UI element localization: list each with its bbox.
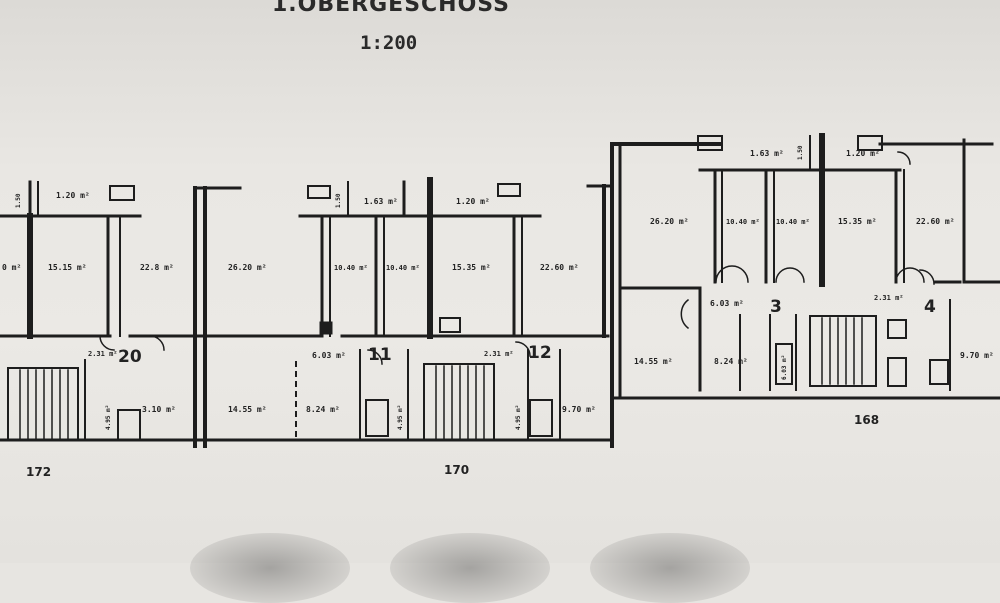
room-area: 26.20 m²: [650, 217, 689, 226]
room-area: 14.55 m²: [634, 357, 673, 366]
photo-shadow: [590, 533, 750, 603]
room-area: 1.20 m²: [456, 197, 490, 206]
photo-shadow: [190, 533, 350, 603]
drawing-scale: 1:200: [360, 32, 418, 54]
room-area: 10.40 m²: [776, 218, 810, 226]
room-area: 10.40 m²: [726, 218, 760, 226]
room-area: 1.63 m²: [364, 197, 398, 206]
room-area: 10.40 m²: [334, 264, 368, 272]
room-area: 4.95 m²: [105, 405, 112, 430]
room-area: 0 m²: [2, 263, 21, 272]
room-area: 15.35 m²: [452, 263, 491, 272]
room-area: 15.35 m²: [838, 217, 877, 226]
unit-number: 4: [924, 297, 936, 317]
room-area: 6.03 m²: [781, 355, 788, 380]
room-area: 1.20 m²: [846, 149, 880, 158]
room-area: 8.24 m²: [306, 405, 340, 414]
room-area: 14.55 m²: [228, 405, 267, 414]
room-area: 3.10 m²: [142, 405, 176, 414]
room-area: 9.70 m²: [960, 351, 994, 360]
building-number: 168: [854, 413, 879, 427]
room-area: 2.31 m²: [484, 350, 514, 358]
building-168-walls: [610, 133, 1000, 400]
room-area: 15.15 m²: [48, 263, 87, 272]
floor-plan: 0 m² 15.15 m² 22.8 m² 1.20 m² 1.50 26.20…: [0, 133, 1000, 479]
room-labels: 0 m² 15.15 m² 22.8 m² 1.20 m² 1.50 26.20…: [2, 145, 994, 430]
room-area: 1.63 m²: [750, 149, 784, 158]
room-area: 2.31 m²: [874, 294, 904, 302]
room-area: 22.8 m²: [140, 263, 174, 272]
room-area: 6.03 m²: [312, 351, 346, 360]
room-area: 22.60 m²: [916, 217, 955, 226]
unit-number: 3: [770, 297, 782, 317]
unit-number: 11: [368, 345, 392, 365]
unit-number: 20: [118, 347, 142, 367]
building-170-walls: [203, 177, 614, 448]
building-number: 170: [444, 463, 469, 477]
room-dimension: 1.50: [15, 193, 22, 208]
paper-sheet: [0, 0, 1000, 563]
building-numbers: 172 170 168: [26, 413, 879, 479]
building-172-walls: [0, 180, 242, 448]
room-area: 4.95 m²: [397, 405, 404, 430]
building-number: 172: [26, 465, 51, 479]
room-area: 26.20 m²: [228, 263, 267, 272]
drawing-title: 1.OBERGESCHOSS: [272, 0, 510, 17]
room-area: 1.20 m²: [56, 191, 90, 200]
room-area: 6.03 m²: [710, 299, 744, 308]
room-area: 8.24 m²: [714, 357, 748, 366]
room-area: 10.40 m²: [386, 264, 420, 272]
room-area: 9.70 m²: [562, 405, 596, 414]
photo-shadow: [390, 533, 550, 603]
room-area: 4.95 m²: [515, 405, 522, 430]
room-dimension: 1.50: [335, 193, 342, 208]
unit-number: 12: [528, 343, 552, 363]
room-area: 2.31 m²: [88, 350, 118, 358]
unit-numbers: 20 11 12 3 4: [118, 297, 936, 367]
room-dimension: 1.50: [797, 145, 804, 160]
room-area: 22.60 m²: [540, 263, 579, 272]
